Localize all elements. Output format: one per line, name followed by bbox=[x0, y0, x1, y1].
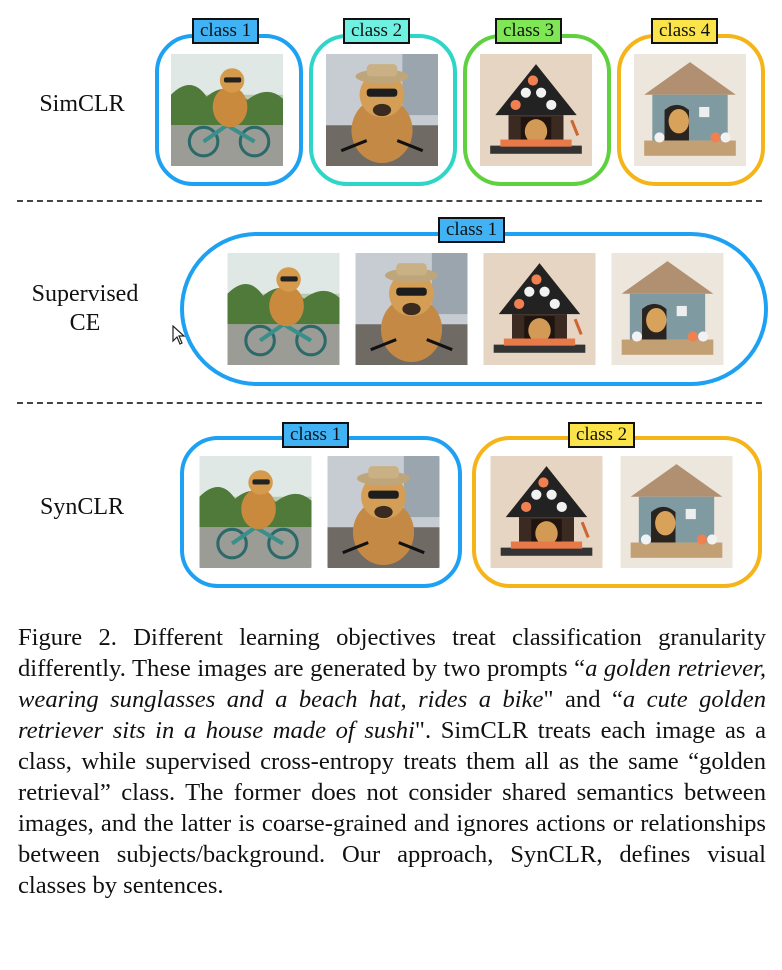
caption-prompt-1: a golden retriever, wearing sunglasses a… bbox=[18, 655, 766, 713]
tag-simclr-class-1: class 1 bbox=[192, 18, 260, 44]
image-sushi-house-2 bbox=[631, 54, 749, 166]
row-label-supervised-line2: CE bbox=[69, 309, 101, 336]
row-label-simclr: SimCLR bbox=[39, 91, 125, 117]
image-sushi-house-2 bbox=[610, 253, 725, 365]
row-label-supervised-ce: Supervised CE bbox=[10, 280, 160, 338]
separator-2 bbox=[17, 402, 762, 404]
image-dog-bike bbox=[199, 456, 312, 568]
image-sushi-house-1 bbox=[477, 54, 595, 166]
mouse-cursor-icon bbox=[172, 325, 186, 345]
tag-synclr-class-2: class 2 bbox=[568, 422, 636, 448]
tag-synclr-class-1: class 1 bbox=[282, 422, 350, 448]
image-sushi-house-2 bbox=[620, 456, 733, 568]
caption-prompt-2: a cute golden retriever sits in a house … bbox=[18, 686, 767, 744]
caption-prefix: Figure 2. Different learning objectives … bbox=[18, 624, 766, 682]
image-dog-hat bbox=[327, 456, 440, 568]
row-label-synclr: SynCLR bbox=[39, 494, 125, 520]
figure-caption: Figure 2. Different learning objectives … bbox=[18, 622, 766, 901]
image-dog-hat bbox=[323, 54, 441, 166]
caption-suffix: ". SimCLR treats each image as a class, … bbox=[18, 717, 766, 899]
row-label-supervised-line1: Supervised bbox=[31, 281, 139, 307]
tag-simclr-class-4: class 4 bbox=[651, 18, 719, 44]
caption-mid: " and “ bbox=[543, 686, 623, 713]
image-dog-bike bbox=[168, 54, 286, 166]
image-dog-bike bbox=[226, 253, 341, 365]
separator-1 bbox=[17, 200, 762, 202]
image-sushi-house-1 bbox=[490, 456, 603, 568]
tag-simclr-class-3: class 3 bbox=[495, 18, 563, 44]
tag-simclr-class-2: class 2 bbox=[343, 18, 411, 44]
image-dog-hat bbox=[354, 253, 469, 365]
tag-supervised-class-1: class 1 bbox=[438, 217, 506, 243]
image-sushi-house-1 bbox=[482, 253, 597, 365]
